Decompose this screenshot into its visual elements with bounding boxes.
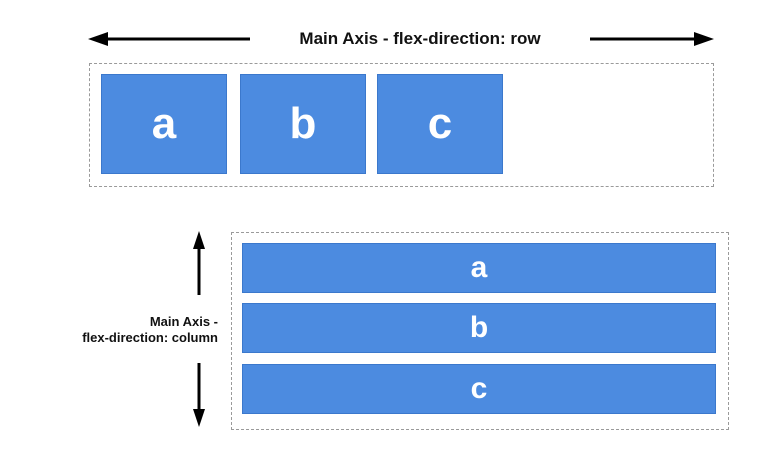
column-item-c: c — [242, 364, 716, 414]
column-axis-label-line2: flex-direction: column — [82, 330, 218, 345]
row-axis-label: Main Axis - flex-direction: row — [250, 26, 590, 52]
row-item-b: b — [240, 74, 366, 174]
row-item-c: c — [377, 74, 503, 174]
row-item-a: a — [101, 74, 227, 174]
column-item-a: a — [242, 243, 716, 293]
column-main-axis-arrow — [193, 231, 205, 427]
column-item-b: b — [242, 303, 716, 353]
column-axis-label-line1: Main Axis - — [149, 314, 218, 329]
column-axis-label: Main Axis - flex-direction: column — [20, 314, 218, 346]
